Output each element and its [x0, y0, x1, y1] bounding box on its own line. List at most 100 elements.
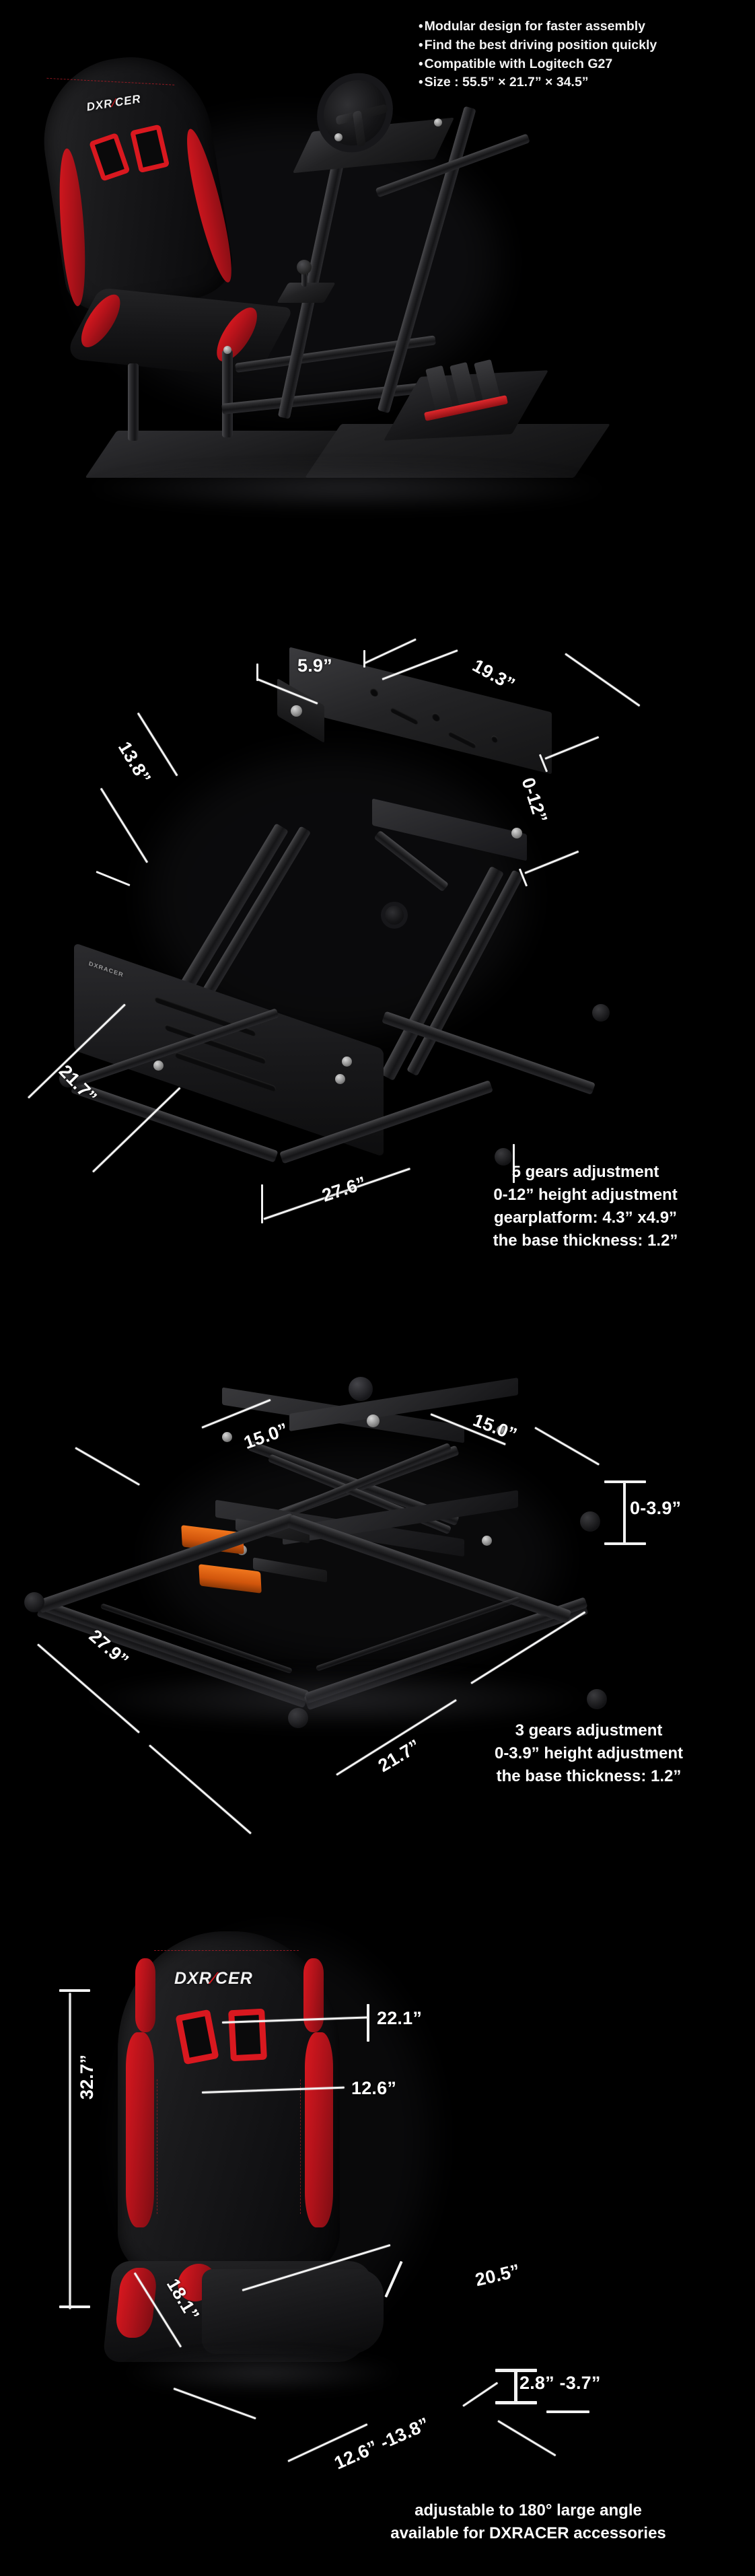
stand-bolt-b: [342, 1057, 352, 1067]
lead-27-9-b: [149, 1744, 252, 1834]
dim-20-5: 20.5”: [473, 2260, 522, 2291]
tick-22-1: [367, 2004, 369, 2042]
hero-seat-post-front: [128, 363, 139, 441]
lead-15-0-b: [75, 1447, 141, 1486]
hero-seat-backrest: DXR∕CER: [32, 45, 240, 318]
dim-13-8: 13.8”: [114, 738, 155, 787]
hero-seat-vent-left: [88, 132, 131, 182]
hero-shifter-knob: [297, 260, 312, 275]
base-center-knob: [349, 1377, 373, 1401]
seat4-logo-left: DXR: [174, 1969, 212, 1988]
caption-seat: adjustable to 180° large angle available…: [390, 2501, 666, 2543]
base-floor-shadow: [81, 1669, 592, 1729]
tick-13-8-a: [96, 870, 131, 887]
lead-13-8-a: [100, 787, 149, 863]
section-racing-seat: DXR∕CER 22.1” 12.6”: [0, 1898, 755, 2576]
seat4-cushion-front: [202, 2269, 384, 2354]
dim-0-39: 0-3.9”: [630, 1498, 682, 1518]
lead-28-37: [462, 2382, 499, 2407]
hero-seat-logo: DXR∕CER: [85, 92, 142, 114]
stand-plate-hole-2: [432, 712, 440, 723]
dim-22-1: 22.1”: [377, 2008, 423, 2028]
stand-base-logo: DXRACER: [89, 960, 124, 978]
hero-seat-post-rear: [222, 350, 233, 437]
lead-15-0-d: [534, 1427, 600, 1466]
seat4-vent-right: [228, 2008, 267, 2062]
seat4-logo-slash: ∕: [211, 1969, 215, 1988]
lead-5-9-b: [364, 638, 417, 664]
feature-item-2: Compatible with Logitech G27: [419, 55, 657, 74]
stand-bolt-a: [153, 1061, 164, 1071]
tick-0-39-vert: [623, 1480, 626, 1545]
seat4-logo-right: CER: [215, 1969, 253, 1988]
lead-0-12-a: [544, 736, 600, 760]
lead-19-3-a: [382, 649, 458, 680]
dim-32-7: 32.7”: [77, 2054, 97, 2100]
section-wheel-stand: DXRACER 5.9” 19.3” 13.8”: [0, 592, 755, 1319]
section-full-cockpit: DXR∕CER: [0, 0, 755, 572]
base-foot-left: [24, 1592, 44, 1612]
stand-bolt-c: [335, 1074, 345, 1084]
dim-28-37: 2.8” -3.7”: [519, 2373, 601, 2393]
base-bolt-center: [367, 1415, 380, 1427]
hero-bolt-1: [334, 133, 343, 141]
hero-shifter-stick: [301, 266, 308, 287]
dim-0-12: 0-12”: [517, 775, 552, 826]
stand-foot-right: [592, 1004, 610, 1022]
stand-bolt-top-left: [291, 705, 302, 717]
seat4-bolster-right: [305, 2032, 333, 2227]
hero-bolt-3: [223, 346, 231, 354]
dim-21-7-b: 21.7”: [374, 1735, 424, 1777]
base-bolt-right: [497, 1425, 507, 1435]
tick-27-6-b: [513, 1144, 515, 1183]
base-foot-right: [580, 1511, 600, 1532]
dim-27-6: 27.6”: [319, 1172, 369, 1206]
base-bolt-left: [222, 1432, 232, 1442]
hero-seat-stitch: [46, 77, 175, 85]
base-bolt-lower-right: [482, 1536, 492, 1546]
tick-28-37-vert: [514, 2369, 517, 2404]
hero-seat-vent-right: [129, 124, 170, 174]
seat4-floor-shadow: [121, 2353, 404, 2393]
stand-base-wordmark: DXRACER: [89, 960, 124, 979]
feature-item-1: Find the best driving position quickly: [419, 36, 657, 55]
stand-plate-slot-2: [447, 730, 477, 750]
dim-12-6: 12.6”: [351, 2078, 397, 2098]
hero-cushion-bolster-right: [208, 306, 266, 363]
dim-5-9: 5.9”: [297, 655, 332, 676]
feature-item-0: Modular design for faster assembly: [419, 17, 657, 36]
stand-plate-hole-1: [370, 687, 378, 698]
stand-plate-hole-3: [491, 735, 498, 744]
seat4-shoulder-right: [303, 1958, 324, 2032]
seat4-vent-left: [175, 2009, 219, 2065]
lead-19-3-b: [565, 653, 641, 707]
seat4-shoulder-left: [135, 1958, 155, 2032]
dim-19-3: 19.3”: [469, 655, 519, 695]
hero-logo-left: DXR: [85, 96, 114, 114]
seat4-stitch-right: [293, 2079, 301, 2214]
feature-bullet-list: Modular design for faster assembly Find …: [419, 17, 657, 92]
stand-gear-bolt: [511, 828, 522, 838]
seat4-bolster-left: [126, 2032, 154, 2227]
caption-seat-base: 3 gears adjustment 0-3.9” height adjustm…: [494, 1721, 684, 1786]
stand-foot-front: [495, 1148, 512, 1166]
stand-foot-left: [59, 1070, 77, 1087]
lead-32-7-vert: [69, 1993, 71, 2310]
seat4-stitch-left: [157, 2079, 165, 2214]
caption-wheel-stand: 5 gears adjustment 0-12” height adjustme…: [493, 1163, 678, 1250]
feature-item-3: Size : 55.5” × 21.7” × 34.5”: [419, 73, 657, 92]
tick-126-138: [546, 2410, 589, 2413]
hero-seat-bolster-left: [55, 147, 89, 308]
tick-5-9-b: [363, 650, 365, 668]
stand-plate-slot-1: [390, 707, 419, 725]
tick-32-7-bottom: [59, 2305, 90, 2308]
tick-32-7-top: [59, 1989, 90, 1992]
tick-27-6-a: [261, 1184, 263, 1223]
tick-5-9-a: [256, 664, 258, 681]
section-seat-base: 15.0” 15.0” 0-3.9” 27.9” 21.7” 3 gears a…: [0, 1353, 755, 1851]
hero-logo-right: CER: [114, 92, 142, 109]
hero-bolt-2: [434, 118, 442, 127]
seat4-logo: DXR∕CER: [174, 1969, 253, 1989]
hero-floor-shadow: [81, 464, 612, 511]
